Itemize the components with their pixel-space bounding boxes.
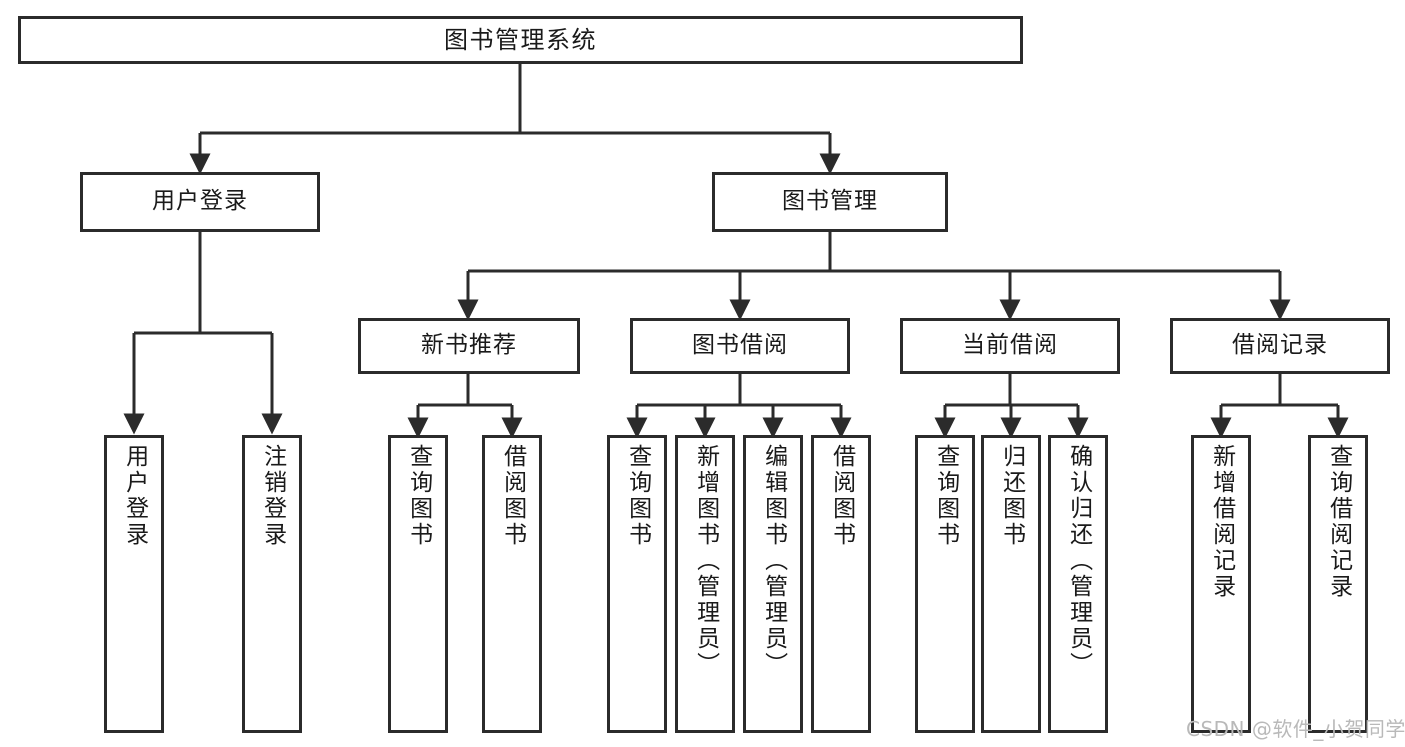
csdn-watermark: CSDN @软件_小贺同学 (1186, 717, 1405, 741)
node-leaf-record-query[interactable]: 查询借阅记录 (1308, 435, 1368, 733)
leaf-label: 新增图书（管理员） (692, 444, 719, 678)
leaf-label: 借阅图书 (499, 444, 526, 548)
node-leaf-borrow-edit-book[interactable]: 编辑图书（管理员） (743, 435, 803, 733)
node-user-login[interactable]: 用户登录 (80, 172, 320, 232)
leaf-label: 归还图书 (998, 444, 1025, 548)
node-leaf-borrow-query[interactable]: 查询图书 (607, 435, 667, 733)
leaf-label: 注销登录 (259, 444, 286, 548)
node-book-borrow[interactable]: 图书借阅 (630, 318, 850, 374)
leaf-label: 编辑图书（管理员） (760, 444, 787, 678)
node-leaf-current-return[interactable]: 归还图书 (981, 435, 1041, 733)
node-leaf-borrow-borrow-book[interactable]: 借阅图书 (811, 435, 871, 733)
leaf-label: 用户登录 (121, 444, 148, 548)
node-book-manage[interactable]: 图书管理 (712, 172, 948, 232)
node-leaf-user-login-signin[interactable]: 用户登录 (104, 435, 164, 733)
node-leaf-record-add[interactable]: 新增借阅记录 (1191, 435, 1251, 733)
node-leaf-borrow-add-book[interactable]: 新增图书（管理员） (675, 435, 735, 733)
leaf-label: 查询图书 (405, 444, 432, 548)
node-leaf-current-query[interactable]: 查询图书 (915, 435, 975, 733)
node-leaf-user-login-signout[interactable]: 注销登录 (242, 435, 302, 733)
node-leaf-current-confirm-return[interactable]: 确认归还（管理员） (1048, 435, 1108, 733)
leaf-label: 查询图书 (624, 444, 651, 548)
node-root-system[interactable]: 图书管理系统 (18, 16, 1023, 64)
leaf-label: 借阅图书 (828, 444, 855, 548)
leaf-label: 查询借阅记录 (1325, 444, 1352, 600)
leaf-label: 新增借阅记录 (1208, 444, 1235, 600)
node-leaf-new-book-query[interactable]: 查询图书 (388, 435, 448, 733)
node-current-borrow[interactable]: 当前借阅 (900, 318, 1120, 374)
leaf-label: 查询图书 (932, 444, 959, 548)
node-new-book-recommend[interactable]: 新书推荐 (358, 318, 580, 374)
node-borrow-record[interactable]: 借阅记录 (1170, 318, 1390, 374)
leaf-label: 确认归还（管理员） (1065, 444, 1092, 678)
node-leaf-new-book-borrow[interactable]: 借阅图书 (482, 435, 542, 733)
